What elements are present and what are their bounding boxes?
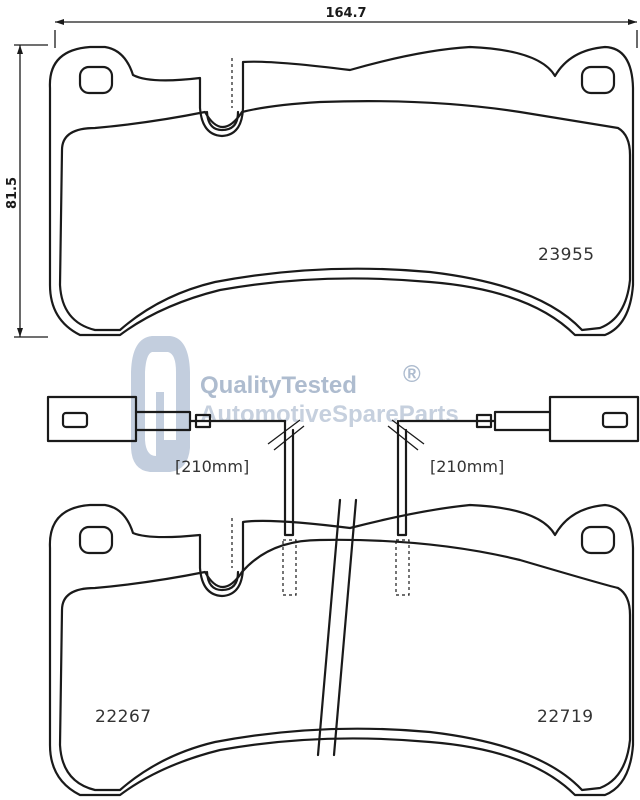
watermark: QualityTested ® AutomotiveSpareParts (131, 336, 459, 472)
bottom-pad-part-number-left: 22267 (95, 707, 152, 727)
bottom-brake-pad: 22267 22719 (48, 498, 635, 797)
wear-sensors: [210mm] [210mm] (46, 395, 640, 537)
left-wire-length: [210mm] (175, 457, 249, 476)
right-sensor-connector (548, 395, 640, 443)
bottom-pad-part-number-right: 22719 (537, 707, 594, 727)
height-dimension: 81.5 (5, 44, 48, 338)
height-dimension-label: 81.5 (5, 177, 20, 209)
bottom-left-mounting-hole (78, 525, 114, 555)
bottom-right-mounting-hole (580, 525, 616, 555)
bottom-pad-outline (48, 503, 635, 797)
width-dimension: 164.7 (54, 6, 638, 48)
watermark-registered-mark: ® (403, 361, 421, 388)
width-dimension-label: 164.7 (325, 6, 366, 21)
top-pad-friction-outline (58, 100, 632, 332)
watermark-line1: QualityTested (200, 372, 357, 399)
right-wire-length: [210mm] (430, 457, 504, 476)
bottom-pad-friction-outline (58, 538, 632, 792)
top-brake-pad: 23955 (48, 45, 635, 337)
top-pad-outline (48, 45, 635, 337)
bottom-pad-slot (316, 498, 358, 757)
top-pad-notch-inner (205, 110, 240, 132)
top-right-mounting-hole (580, 65, 616, 95)
watermark-line2: AutomotiveSpareParts (200, 401, 459, 428)
left-sensor-connector (46, 395, 138, 443)
watermark-logo-icon (131, 336, 190, 472)
top-pad-part-number: 23955 (538, 245, 595, 265)
top-left-mounting-hole (78, 65, 114, 95)
